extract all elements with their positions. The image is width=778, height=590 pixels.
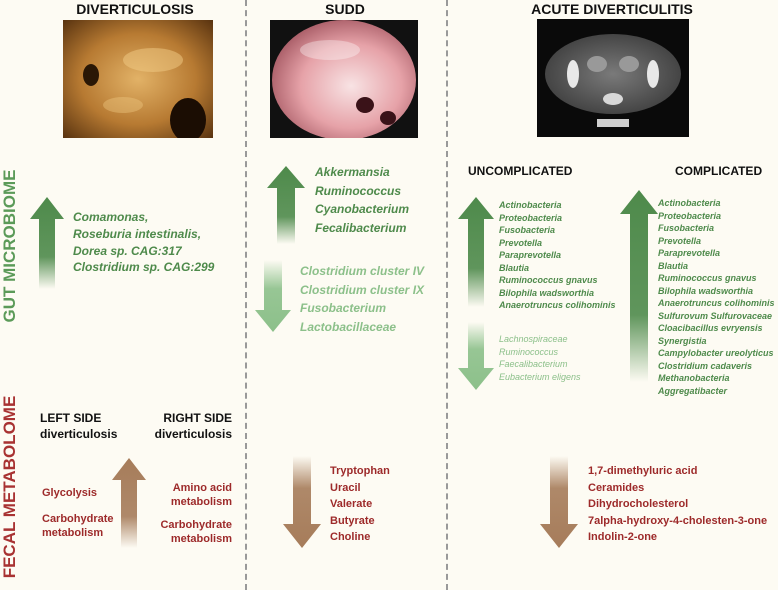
sudd-microbiome-down-list: Clostridium cluster IV Clostridium clust… xyxy=(300,262,424,336)
list-item: Lactobacillaceae xyxy=(300,319,397,334)
list-item: Ruminococcus xyxy=(315,183,402,198)
sudd-microbiome-up-list: Akkermansia Ruminococcus Cyanobacterium … xyxy=(315,163,409,237)
left-side-item-carbohydrate: Carbohydrate metabolism xyxy=(42,513,114,540)
list-item: Actinobacteria xyxy=(658,198,721,208)
list-item: 1,7-dimethyluric acid xyxy=(588,465,698,477)
list-item: Akkermansia xyxy=(315,165,390,179)
diverticulosis-metabolome-up-arrow xyxy=(112,458,146,548)
column-divider-left xyxy=(245,0,247,590)
list-item: Campylobacter ureolyticus xyxy=(658,348,774,358)
diverticulosis-microbiome-up-arrow xyxy=(30,197,64,289)
acute-metabolome-list: 1,7-dimethyluric acid Ceramides Dihydroc… xyxy=(588,463,767,546)
list-item: Proteobacteria xyxy=(658,210,722,221)
list-item: Butyrate xyxy=(330,514,375,527)
list-item: Cyanobacterium xyxy=(315,202,410,217)
complicated-up-arrow xyxy=(620,190,658,382)
list-item: Cloacibacillus evryensis xyxy=(658,323,763,333)
sudd-endoscopy-image xyxy=(270,20,418,138)
list-item: Dihydrocholesterol xyxy=(588,498,689,510)
list-item: Paraprevotella xyxy=(499,250,562,260)
row-label-metabolome: FECAL METABOLOME xyxy=(0,395,19,579)
list-item: Dorea sp. CAG:317 xyxy=(73,243,182,258)
uncomplicated-up-list: Actinobacteria Proteobacteria Fusobacter… xyxy=(499,199,616,312)
list-item: Clostridium sp. CAG:299 xyxy=(73,260,215,275)
list-item: Bilophila wadsworthia xyxy=(658,285,754,296)
left-side-item-glycolysis: Glycolysis xyxy=(42,487,98,499)
list-item: Prevotella xyxy=(499,237,543,248)
list-item: Lachnospiraceae xyxy=(499,334,568,344)
list-item: Fusobacterium xyxy=(300,301,387,316)
list-item: Prevotella xyxy=(658,235,702,246)
list-item: Ruminococcus xyxy=(499,346,559,357)
list-item: Fusobacteria xyxy=(658,223,715,233)
list-item: Synergistia xyxy=(658,335,707,346)
list-item: Ruminococcus gnavus xyxy=(658,273,757,283)
diverticulosis-endoscopy-image xyxy=(63,20,213,138)
list-item: Roseburia intestinalis, xyxy=(73,226,202,241)
list-item: Clostridium cluster IV xyxy=(300,264,425,278)
list-item: Faecalibacterium xyxy=(499,359,568,369)
list-item: Ceramides xyxy=(588,481,645,494)
sudd-microbiome-down-arrow xyxy=(255,260,291,332)
column-divider-right xyxy=(446,0,448,590)
list-item: Anaerotruncus colihominis xyxy=(499,300,616,310)
uncomplicated-up-arrow xyxy=(458,197,494,307)
uncomplicated-down-arrow xyxy=(458,322,494,390)
complicated-title: COMPLICATED xyxy=(675,164,763,178)
list-item: Actinobacteria xyxy=(499,200,562,210)
list-item: Methanobacteria xyxy=(658,373,730,383)
list-item: Fusobacteria xyxy=(499,225,556,235)
right-side-item-carbohydrate: Carbohydrate metabolism xyxy=(160,519,232,546)
list-item: Aggregatibacter xyxy=(658,385,728,396)
uncomplicated-title: UNCOMPLICATED xyxy=(468,164,573,178)
list-item: Clostridium cluster IX xyxy=(300,282,425,297)
column-header-sudd: SUDD xyxy=(325,1,365,17)
list-item: Ruminococcus gnavus xyxy=(499,275,598,285)
row-label-microbiome: GUT MICROBIOME xyxy=(0,169,19,323)
list-item: Blautia xyxy=(658,260,689,271)
list-item: Clostridium cadaveris xyxy=(658,360,753,371)
list-item: Comamonas, xyxy=(73,210,149,224)
sudd-metabolome-down-arrow xyxy=(283,456,321,548)
list-item: Proteobacteria xyxy=(499,212,563,223)
list-item: Anaerotruncus colihominis xyxy=(658,298,775,308)
list-item: Uracil xyxy=(330,481,361,494)
list-item: Choline xyxy=(330,531,371,543)
right-side-title: RIGHT SIDE diverticulosis xyxy=(154,411,232,442)
left-side-title: LEFT SIDE diverticulosis xyxy=(40,411,118,442)
list-item: Paraprevotella xyxy=(658,248,721,258)
complicated-up-list: Actinobacteria Proteobacteria Fusobacter… xyxy=(658,197,775,397)
sudd-metabolome-list: Tryptophan Uracil Valerate Butyrate Chol… xyxy=(330,463,390,546)
diverticulosis-microbiome-list: Comamonas, Roseburia intestinalis, Dorea… xyxy=(73,209,214,276)
column-header-acute: ACUTE DIVERTICULITIS xyxy=(531,1,693,17)
uncomplicated-down-list: Lachnospiraceae Ruminococcus Faecalibact… xyxy=(499,333,581,383)
list-item: Valerate xyxy=(330,498,373,510)
list-item: Blautia xyxy=(499,262,530,273)
column-header-diverticulosis: DIVERTICULOSIS xyxy=(76,1,194,17)
acute-metabolome-down-arrow xyxy=(540,456,578,548)
sudd-microbiome-up-arrow xyxy=(267,166,305,244)
list-item: Fecalibacterium xyxy=(315,220,407,235)
list-item: Indolin-2-one xyxy=(588,531,658,543)
list-item: Bilophila wadsworthia xyxy=(499,287,595,298)
acute-diverticulitis-ct-image xyxy=(537,19,689,137)
list-item: Eubacterium eligens xyxy=(499,371,581,382)
list-item: 7alpha-hydroxy-4-cholesten-3-one xyxy=(588,514,768,527)
right-side-item-amino-acid: Amino acid metabolism xyxy=(170,482,232,509)
list-item: Sulfurovum Sulfurovaceae xyxy=(658,310,773,321)
list-item: Tryptophan xyxy=(330,465,390,477)
